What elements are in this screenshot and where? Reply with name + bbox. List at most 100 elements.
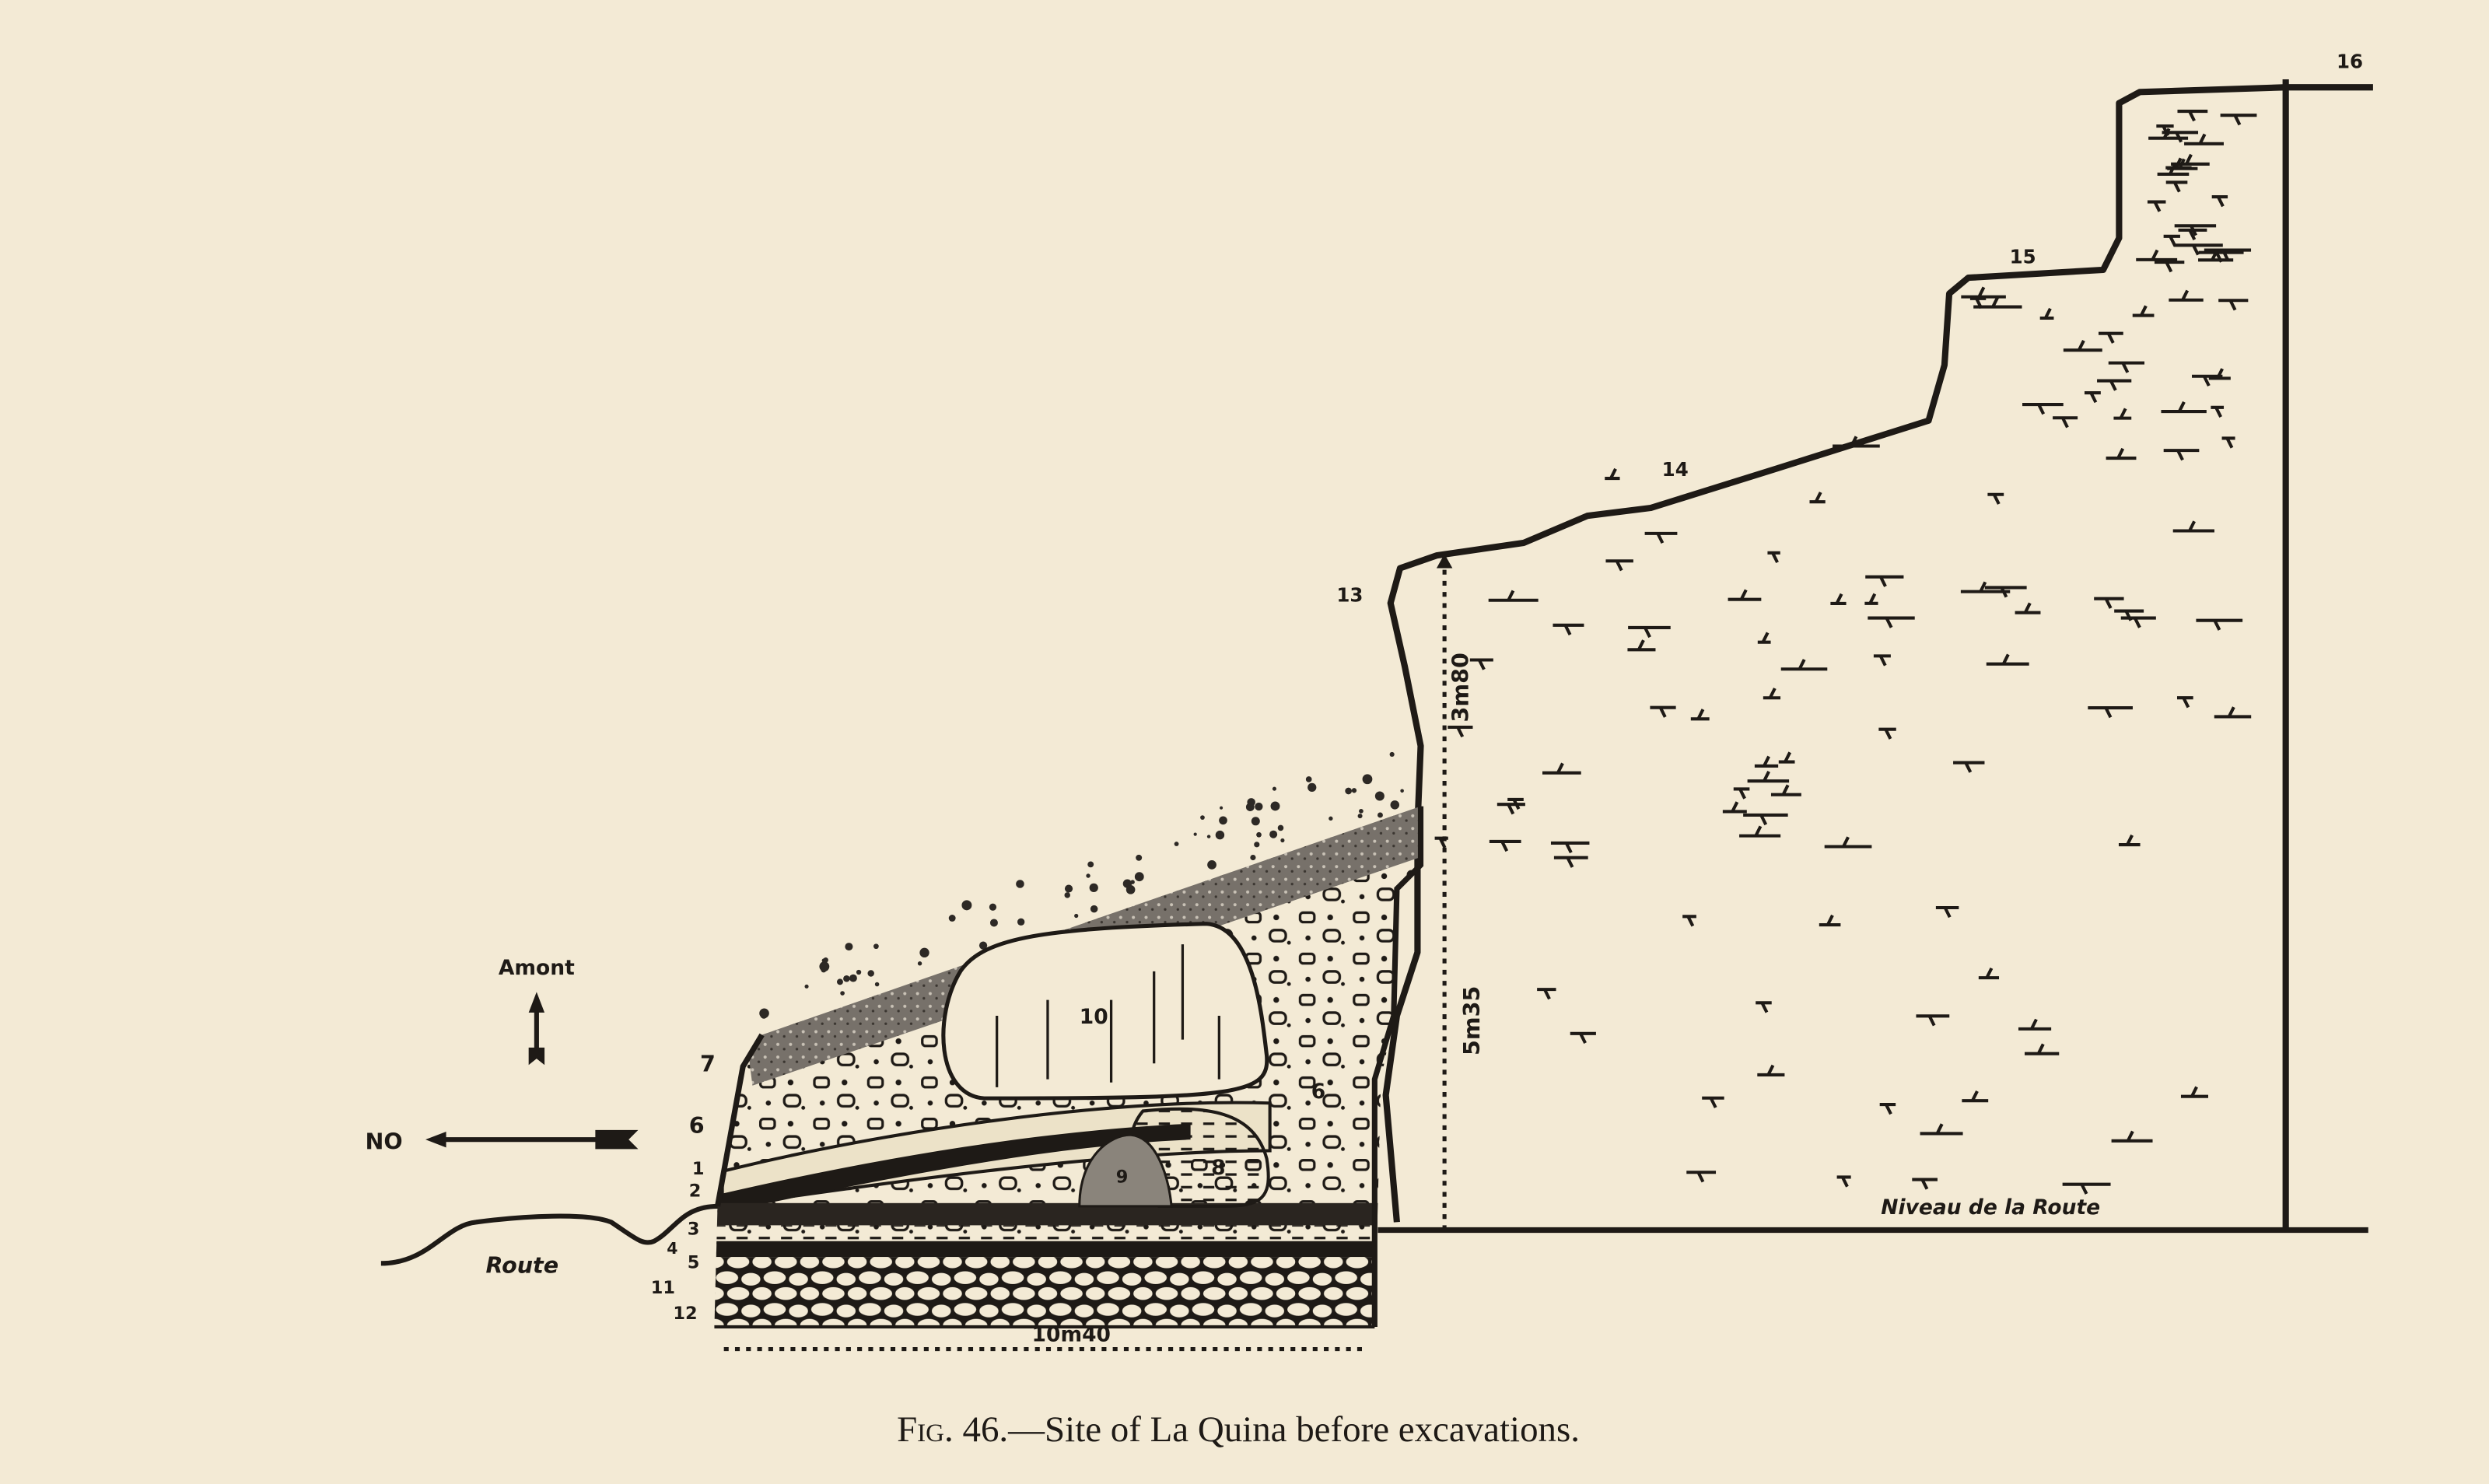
vegetation-speck — [919, 947, 929, 958]
vegetation-speck — [1206, 835, 1211, 838]
limestone-mark — [1743, 813, 1788, 826]
layer-8-label: 8 — [1211, 1156, 1225, 1180]
vegetation-speck — [989, 919, 998, 927]
deposit-outline — [714, 806, 1424, 1327]
limestone-mark — [1489, 839, 1521, 852]
height-upper-label: 3m80 — [1448, 653, 1474, 722]
layer-11-label: 11 — [651, 1278, 675, 1298]
vegetation-speck — [1329, 816, 1333, 821]
limestone-mark — [1650, 705, 1676, 718]
vegetation-speck — [1200, 815, 1205, 820]
limestone-mark — [1864, 593, 1878, 605]
limestone-mark — [1757, 1064, 1785, 1077]
limestone-mark — [1605, 467, 1620, 481]
limestone-mark — [1962, 1090, 1989, 1103]
limestone-mark — [2113, 408, 2132, 420]
limestone-mark — [1770, 784, 1801, 796]
limestone-mark — [1912, 1178, 1938, 1190]
limestone-mark — [2088, 706, 2133, 719]
vegetation-speck — [843, 975, 850, 982]
limestone-mark — [1733, 787, 1750, 800]
vegetation-speck — [1174, 842, 1179, 846]
limestone-mark — [2025, 1043, 2060, 1055]
limestone-mark — [2165, 157, 2192, 170]
vegetation-speck — [989, 903, 997, 911]
limestone-mark — [1873, 654, 1891, 667]
limestone-mark — [1830, 593, 1847, 605]
limestone-mark — [1819, 914, 1841, 927]
dark-layer-3 — [714, 1202, 1397, 1226]
vegetation-speck — [1269, 830, 1278, 838]
limestone-mark — [1978, 967, 2000, 980]
vegetation-speck — [819, 961, 830, 972]
vegetation-speck — [1074, 913, 1079, 919]
limestone-mark — [1537, 988, 1556, 1000]
vegetation-speck — [1280, 838, 1285, 843]
dark-layer-5 — [714, 1241, 1397, 1258]
layer-4-label: 4 — [667, 1239, 677, 1258]
limestone-mark — [2097, 379, 2132, 391]
limestone-mark — [1627, 639, 1656, 652]
limestone-mark — [1542, 762, 1581, 775]
vegetation-speck — [1272, 786, 1277, 791]
limestone-mark — [2136, 249, 2178, 261]
point-15-label: 15 — [2010, 246, 2036, 268]
limestone-mark — [2118, 834, 2141, 847]
north-west-label: NO — [365, 1128, 402, 1154]
limestone-mark — [2114, 609, 2144, 621]
vegetation-speck — [1351, 788, 1357, 793]
limestone-mark — [1497, 803, 1525, 815]
limestone-mark — [2132, 305, 2155, 317]
vegetation-speck — [849, 974, 857, 982]
vegetation-speck — [1215, 830, 1225, 840]
limestone-mark — [1553, 856, 1588, 868]
limestone-mark — [1754, 755, 1779, 768]
limestone-mark — [1780, 659, 1828, 671]
limestone-mark — [2169, 289, 2204, 302]
limestone-mark — [2172, 520, 2214, 533]
limestone-mark — [1702, 1096, 1724, 1108]
vegetation-speck — [1389, 751, 1395, 758]
limestone-mark — [2171, 153, 2210, 166]
limestone-mark — [2220, 114, 2257, 126]
vegetation-speck — [1400, 789, 1404, 793]
layer-1-label: 1 — [692, 1159, 705, 1179]
limestone-mark — [1686, 1171, 1717, 1183]
vegetation-speck — [1305, 776, 1312, 782]
vegetation-speck — [1254, 842, 1260, 848]
limestone-mark — [1747, 770, 1790, 783]
layer-10-label: 10 — [1080, 1005, 1108, 1029]
height-arrowhead — [1436, 554, 1453, 569]
limestone-mark — [2198, 250, 2234, 262]
vegetation-speck — [1378, 812, 1383, 818]
block-10 — [941, 922, 1269, 1101]
limestone-mark — [2208, 368, 2231, 380]
vegetation-speck — [1219, 816, 1227, 825]
limestone-mark — [2063, 340, 2102, 352]
limestone-mark — [1739, 825, 1781, 838]
vegetation-speck — [1362, 774, 1373, 785]
vegetation-speck — [961, 900, 972, 911]
limestone-mark — [2173, 243, 2223, 256]
limestone-mark — [2015, 602, 2041, 614]
pale-layer-4 — [714, 1225, 1397, 1241]
vegetation-speck — [1193, 832, 1197, 836]
limestone-mark — [1868, 616, 1915, 628]
vegetation-speck — [873, 943, 879, 950]
vegetation-speck — [856, 969, 862, 975]
vegetation-speck — [1247, 798, 1255, 807]
vegetation-speck — [1086, 873, 1090, 878]
limestone-mark — [2106, 447, 2137, 460]
vegetation-speck — [1136, 854, 1143, 861]
pebble-layer-12 — [714, 1257, 1397, 1327]
limestone-mark — [2108, 361, 2145, 373]
limestone-mark — [2099, 331, 2123, 344]
road-label: Route — [486, 1252, 559, 1279]
layer-12-label: 12 — [673, 1304, 697, 1324]
limestone-mark — [2147, 200, 2166, 212]
limestone-mark — [1763, 688, 1781, 700]
black-band — [722, 1123, 1191, 1213]
limestone-mark — [2211, 195, 2228, 208]
vegetation-speck — [867, 970, 874, 977]
vegetation-speck — [1359, 809, 1364, 814]
